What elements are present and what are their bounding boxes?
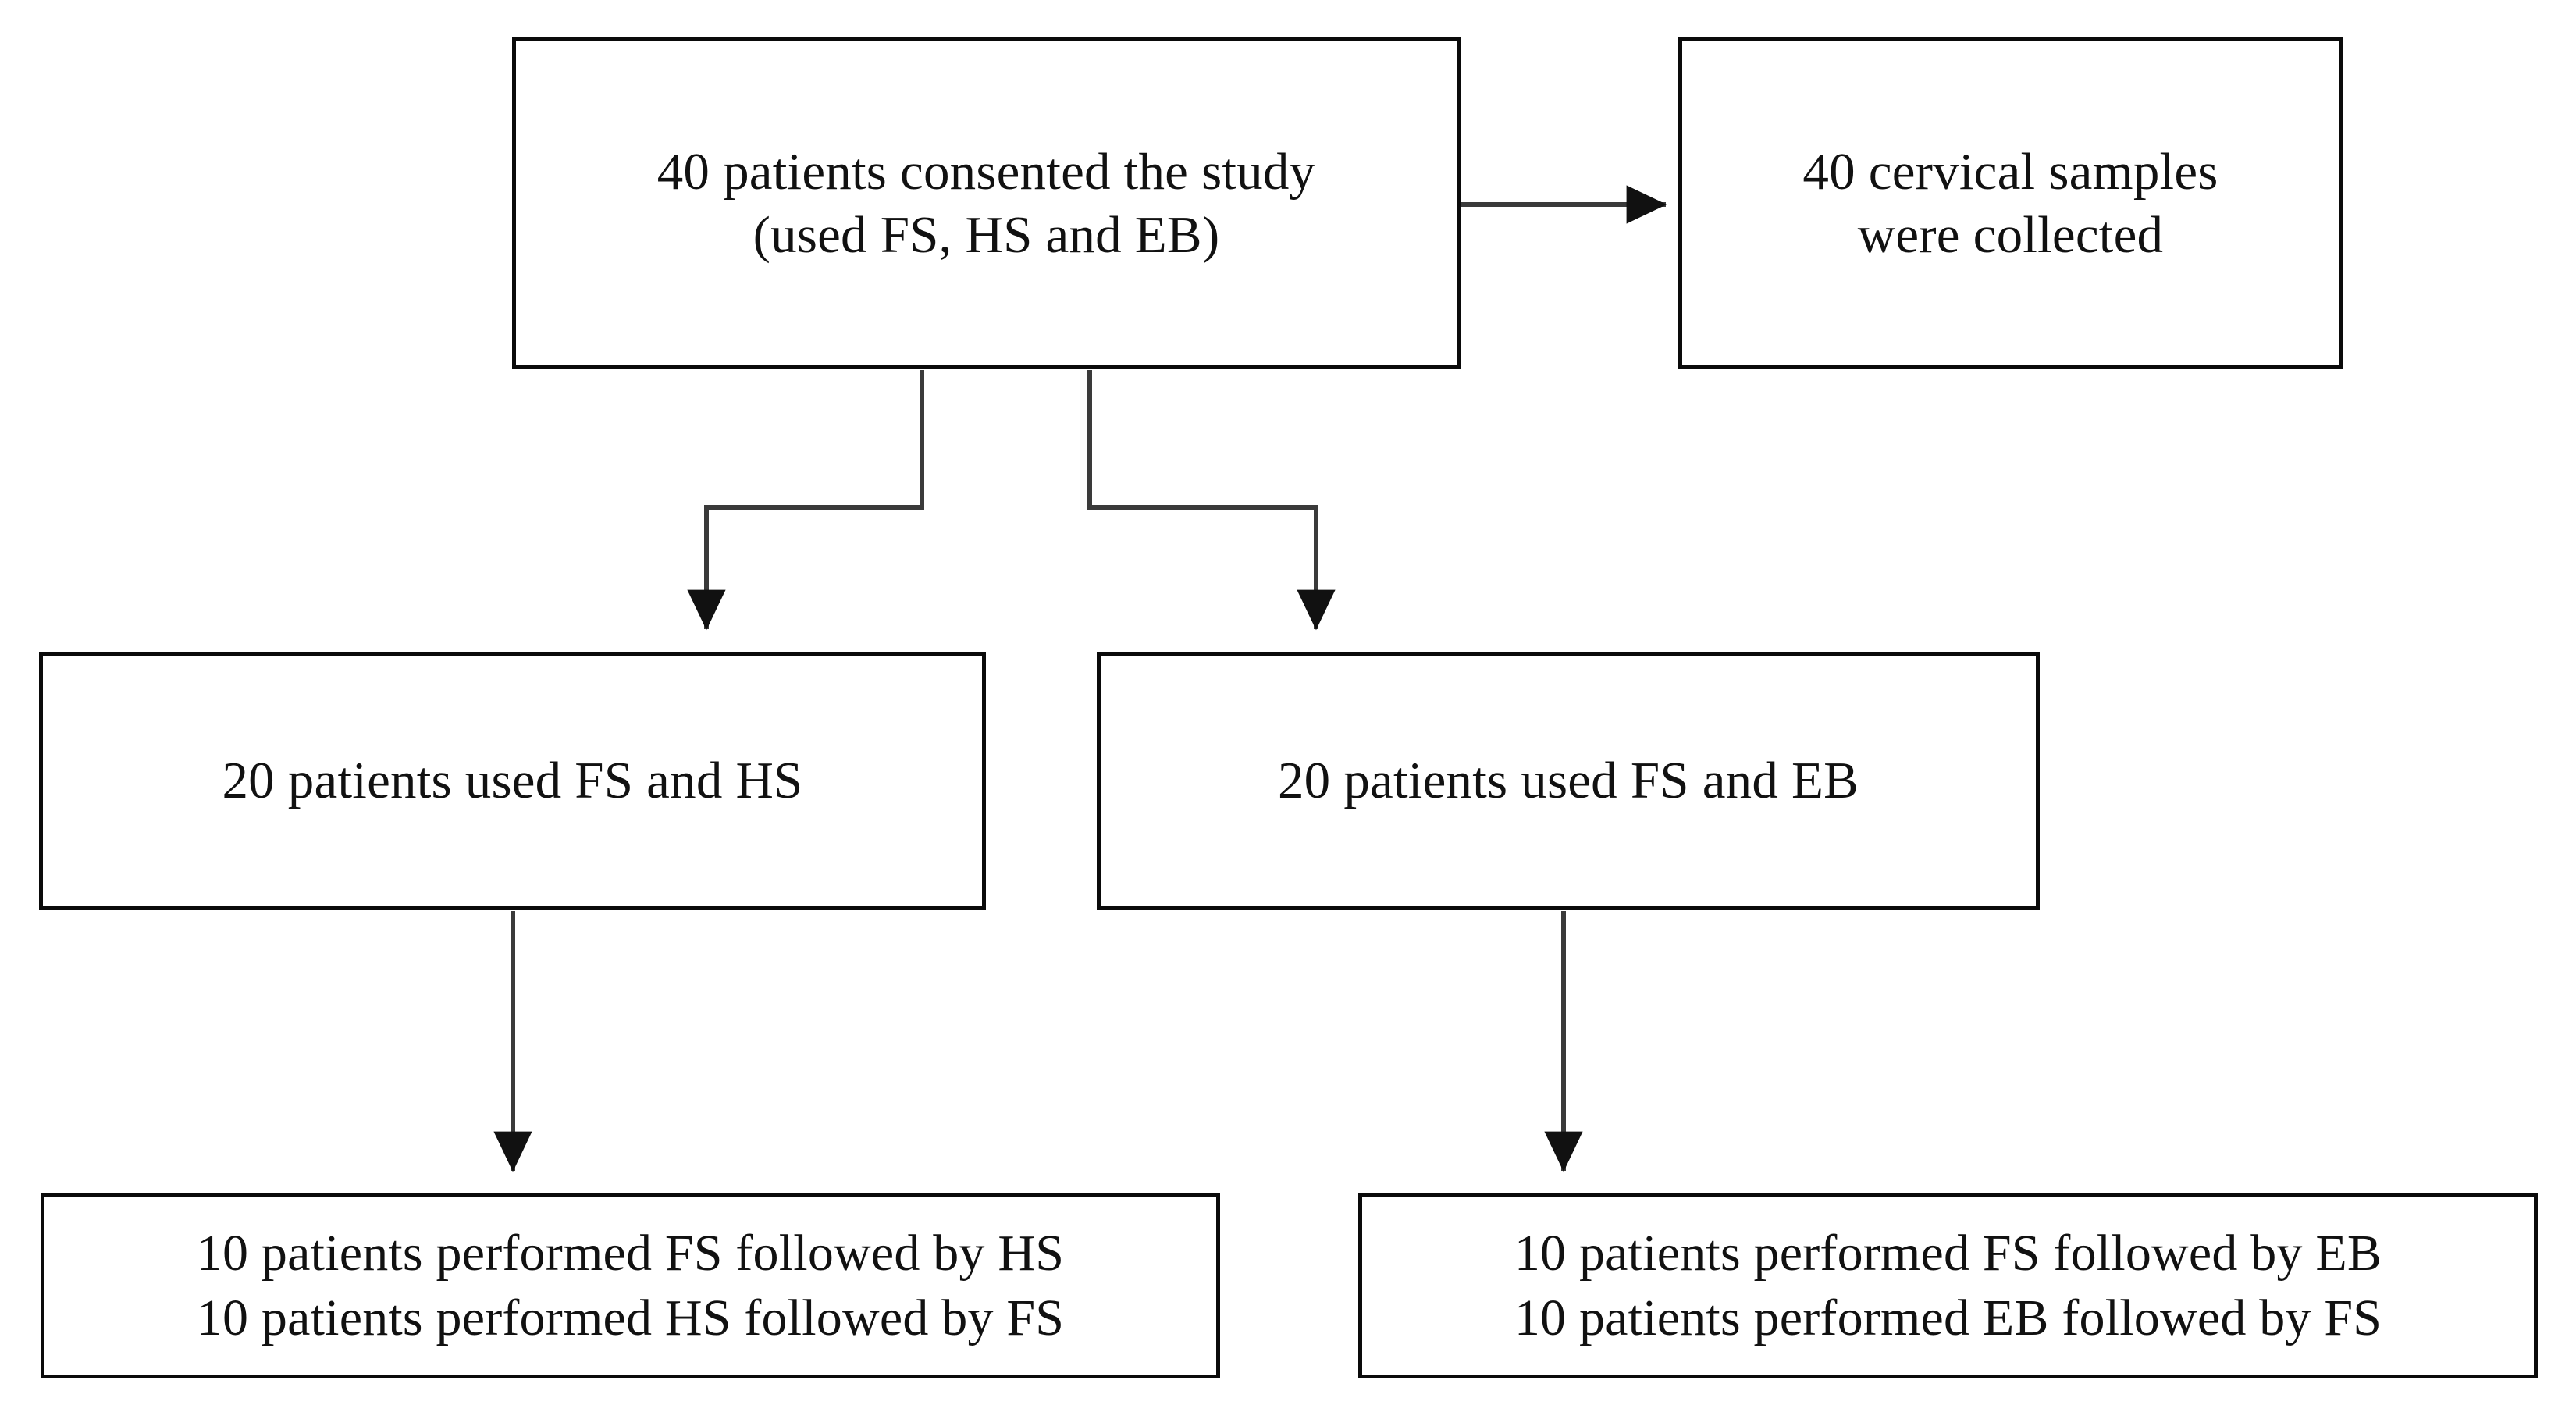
node-group-fs-and-hs-label: 20 patients used FS and HS	[222, 752, 803, 810]
node-order-fs-hs-label: 10 patients performed FS followed by HS …	[196, 1224, 1065, 1346]
edge-consent-to-group-fs-eb	[1087, 370, 1336, 631]
node-order-fs-eb-label: 10 patients performed FS followed by EB …	[1514, 1224, 2382, 1346]
node-cervical-samples-collected: 40 cervical samples were collected	[1678, 37, 2343, 369]
edge-consent-to-group-fs-hs	[687, 370, 924, 631]
node-consented-patients: 40 patients consented the study (used FS…	[512, 37, 1461, 369]
node-order-fs-eb: 10 patients performed FS followed by EB …	[1358, 1193, 2538, 1378]
node-cervical-samples-collected-label: 40 cervical samples were collected	[1802, 143, 2218, 264]
node-order-fs-hs: 10 patients performed FS followed by HS …	[41, 1193, 1220, 1378]
node-group-fs-and-eb-label: 20 patients used FS and EB	[1277, 752, 1859, 810]
node-group-fs-and-hs: 20 patients used FS and HS	[39, 652, 986, 910]
node-group-fs-and-eb: 20 patients used FS and EB	[1097, 652, 2040, 910]
node-consented-patients-label: 40 patients consented the study (used FS…	[656, 143, 1316, 264]
